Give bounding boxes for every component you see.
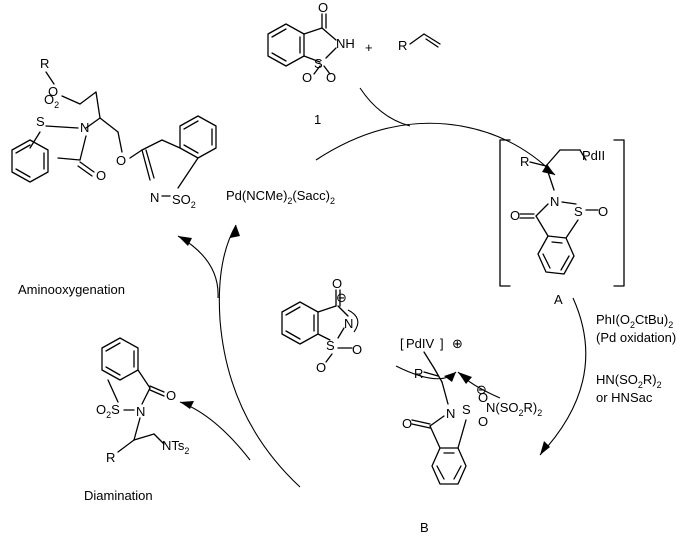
plus-sign: +	[365, 40, 373, 55]
diamination-product: O N O2S R NTs2	[96, 337, 189, 465]
catalyst-label: Pd(NCMe)2(Sacc)2	[226, 188, 335, 206]
svg-text:(Pd oxidation): (Pd oxidation)	[596, 330, 676, 345]
r-atom: R	[40, 56, 49, 71]
b-so2-o1: O	[478, 390, 488, 405]
nucleophile-label: N(SO2R)2	[486, 400, 542, 418]
alkene-reactant: R	[398, 33, 441, 53]
so2-label: SO2	[172, 192, 196, 210]
anion-minus: ⊖	[336, 290, 347, 305]
compound-label-1: 1	[314, 112, 321, 127]
diam-o2s: O2S	[96, 402, 120, 420]
r-atom: R	[520, 154, 529, 169]
amide-n: N	[80, 120, 89, 135]
sulfonyl-o: O	[598, 204, 608, 219]
link-o: O	[116, 153, 126, 168]
sulfonyl-o2: O	[326, 70, 336, 85]
carbonyl-o: O	[510, 208, 520, 223]
b-so2-o2: O	[478, 414, 488, 429]
svg-text:PhI(O2CtBu)2: PhI(O2CtBu)2	[596, 312, 673, 330]
saccharin-reactant: O NH S O O	[267, 0, 355, 85]
saccharinate-anion: O N ⊖ S O O	[281, 276, 362, 375]
anion-so: O	[316, 360, 326, 375]
diam-carbonyl-o: O	[166, 388, 176, 403]
pdiv-label: PdIV	[406, 336, 435, 351]
o2-label: O2	[44, 92, 59, 110]
intermediate-b: [ PdIV ] ⊕ R N S O O O B	[400, 336, 488, 535]
sulfonyl-s: S	[36, 114, 45, 129]
pdii-label: PdII	[582, 148, 605, 163]
nucleophile: ⊖ N(SO2R)2	[476, 382, 542, 418]
sulfonyl-s: S	[574, 204, 583, 219]
label-b: B	[420, 520, 429, 535]
svg-text:HN(SO2R)2: HN(SO2R)2	[596, 372, 662, 390]
ether-o: O	[48, 84, 58, 99]
anion-s: S	[326, 338, 335, 353]
pdiv-bracket-right: ]	[440, 336, 444, 351]
anion-o: O	[352, 342, 362, 357]
diam-n: N	[136, 404, 145, 419]
anion-carbonyl-o: O	[332, 276, 342, 291]
amide-carbonyl-o: O	[96, 168, 106, 183]
b-carbonyl-o: O	[402, 416, 412, 431]
pdiv-charge: ⊕	[452, 336, 463, 351]
r-atom: R	[398, 38, 407, 53]
diamination-label: Diamination	[84, 488, 153, 503]
b-amide-n: N	[446, 406, 455, 421]
oxidation-conditions: PhI(O2CtBu)2 (Pd oxidation) HN(SO2R)2 or…	[596, 312, 676, 405]
b-so2: S	[462, 402, 471, 417]
label-a: A	[554, 292, 563, 307]
pdiv-bracket-left: [	[400, 336, 404, 351]
r-atom: R	[414, 366, 423, 381]
anion-n: N	[344, 316, 353, 331]
catalytic-cycle	[177, 87, 587, 488]
nts2-label: NTs2	[162, 438, 189, 456]
nucleophile-minus: ⊖	[476, 382, 487, 397]
aminooxygenation-product: R O O N S O2 O N SO2	[11, 56, 217, 210]
r-atom: R	[106, 450, 115, 465]
nh-atom: NH	[336, 36, 355, 51]
aminooxygenation-label: Aminooxygenation	[18, 282, 125, 297]
amide-n: N	[550, 194, 559, 209]
intermediate-a: R PdII N S O O A	[499, 139, 625, 307]
sulfonyl-o1: O	[302, 70, 312, 85]
carbonyl-o: O	[318, 0, 328, 15]
s-atom: S	[314, 56, 323, 71]
imine-n: N	[150, 190, 159, 205]
svg-text:or HNSac: or HNSac	[596, 390, 653, 405]
